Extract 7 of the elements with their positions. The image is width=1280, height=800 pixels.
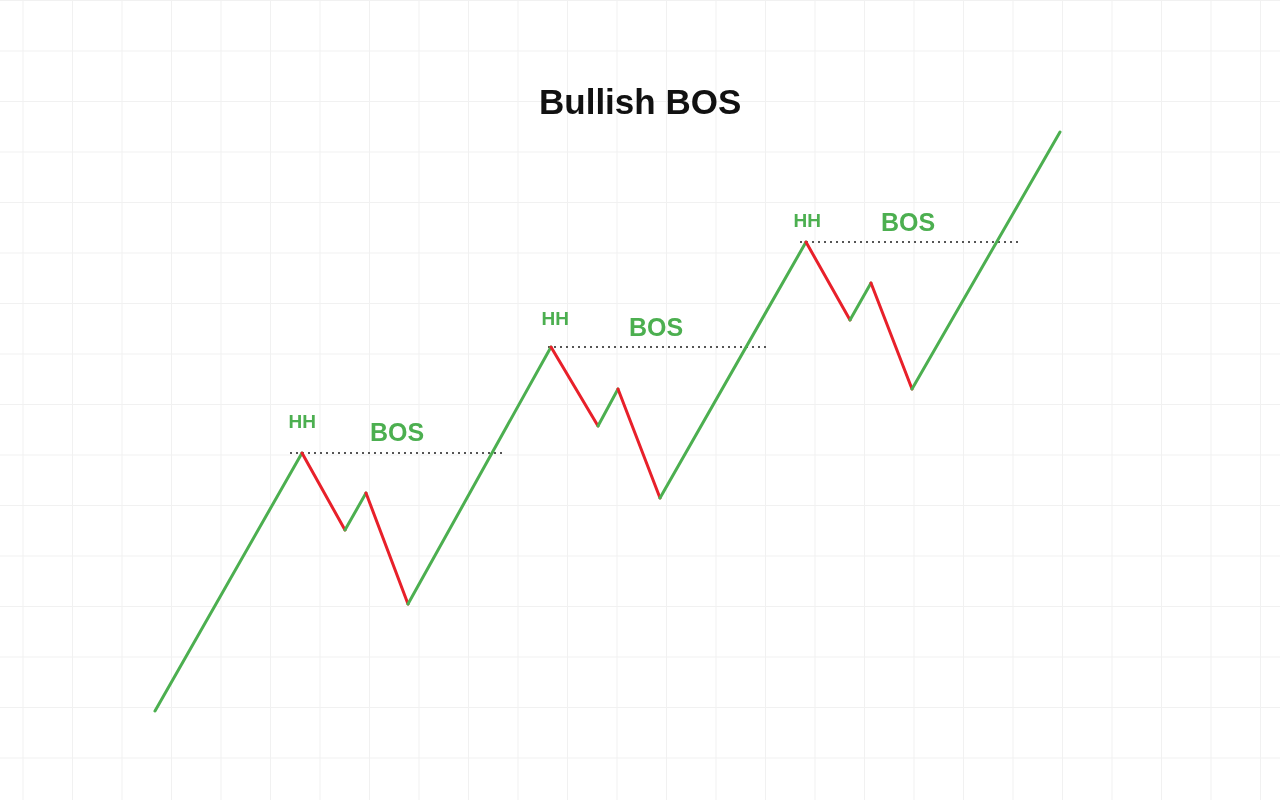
higher-high-label: HH	[793, 210, 821, 230]
chart-title: Bullish BOS	[539, 83, 742, 119]
break-of-structure-label: BOS	[881, 209, 936, 235]
break-of-structure-label: BOS	[629, 314, 684, 340]
higher-high-label: HH	[541, 308, 569, 328]
higher-high-label: HH	[288, 411, 316, 431]
break-of-structure-label: BOS	[370, 419, 425, 445]
